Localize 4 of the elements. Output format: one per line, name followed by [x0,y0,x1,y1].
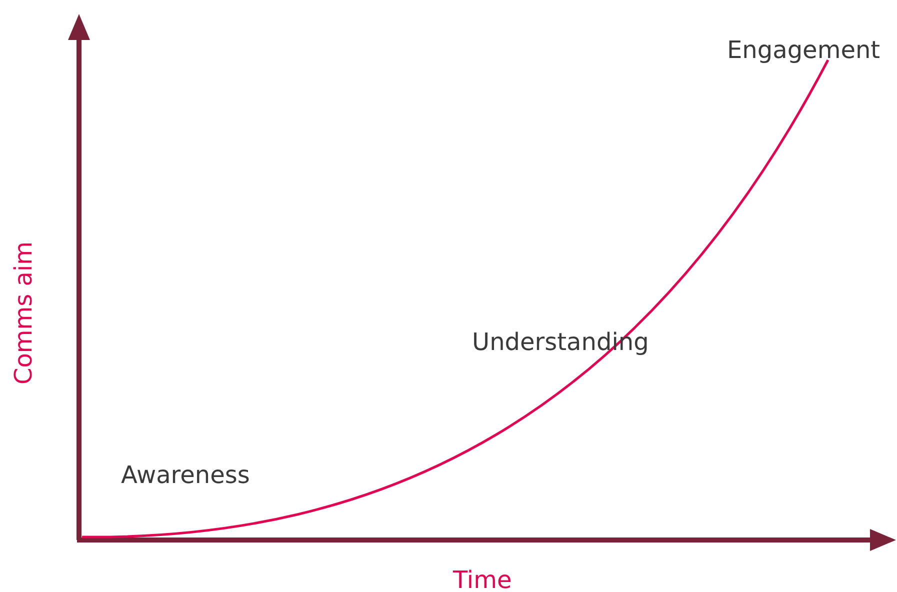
curve-label: Awareness [121,463,250,487]
curve-label: Engagement [727,38,880,62]
axis-title: Time [453,568,512,592]
axis-title: Comms aim [12,241,36,385]
